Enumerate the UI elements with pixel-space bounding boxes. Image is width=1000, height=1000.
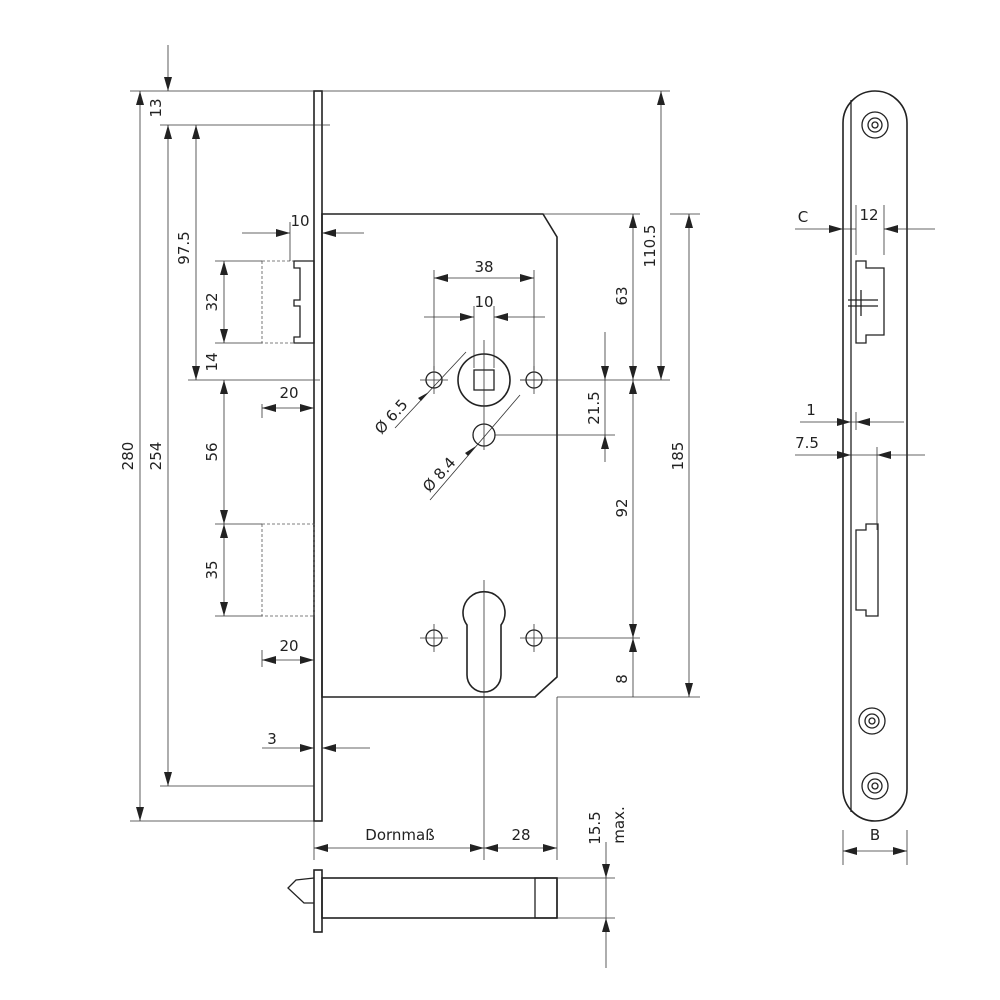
- dim-32: 32: [203, 292, 221, 311]
- dim-20-upper: 20: [279, 384, 298, 402]
- latch-bolt: [293, 260, 315, 344]
- side-view: [795, 90, 935, 865]
- dimension-lines: [136, 45, 700, 852]
- dim-C: C: [798, 208, 808, 226]
- dim-7-5: 7.5: [795, 434, 819, 452]
- bottom-bolt-body: [321, 877, 558, 919]
- dim-1: 1: [806, 401, 816, 419]
- side-latch: [855, 260, 885, 344]
- dim-63: 63: [613, 286, 631, 305]
- side-deadbolt: [855, 523, 879, 617]
- dim-21-5: 21.5: [585, 391, 603, 424]
- centre-lines: [420, 340, 640, 860]
- dim-35: 35: [203, 560, 221, 579]
- dim-dornmass: Dornmaß: [365, 826, 434, 844]
- front-view: [261, 90, 640, 860]
- dim-56: 56: [203, 442, 221, 461]
- dim-B: B: [870, 826, 880, 844]
- dim-20-lower: 20: [279, 637, 298, 655]
- side-forend-plate: [842, 90, 908, 822]
- bottom-bolt-view: [287, 842, 615, 968]
- dim-254: 254: [147, 442, 165, 471]
- cylinder-cutout: [462, 590, 506, 693]
- dim-8: 8: [613, 674, 631, 684]
- dim-28: 28: [511, 826, 530, 844]
- dim-14: 14: [203, 352, 221, 371]
- dim-38: 38: [474, 258, 493, 276]
- bottom-forend: [313, 869, 323, 933]
- dimension-labels: 280 254 13 97.5 32 14 56 35 10 20 20 3 3…: [119, 98, 880, 844]
- deadbolt-hidden: [261, 523, 315, 617]
- forend-plate: [313, 90, 323, 822]
- dim-3: 3: [267, 730, 277, 748]
- dim-185: 185: [669, 442, 687, 471]
- dim-12: 12: [859, 206, 878, 224]
- bottom-latch-tip: [287, 877, 315, 904]
- latch-bolt-hidden: [261, 260, 315, 344]
- dim-15-5: 15.5: [586, 811, 604, 844]
- lock-case: [321, 213, 558, 698]
- bottom-bolt-end: [534, 877, 558, 919]
- dim-92: 92: [613, 498, 631, 517]
- dim-13: 13: [147, 98, 165, 117]
- dim-280: 280: [119, 442, 137, 471]
- dim-max: max.: [610, 806, 628, 843]
- dim-10-top: 10: [290, 212, 309, 230]
- extension-lines: [130, 90, 700, 860]
- dim-10-spindle: 10: [474, 293, 493, 311]
- dim-97-5: 97.5: [175, 231, 193, 264]
- dim-110-5: 110.5: [641, 225, 659, 268]
